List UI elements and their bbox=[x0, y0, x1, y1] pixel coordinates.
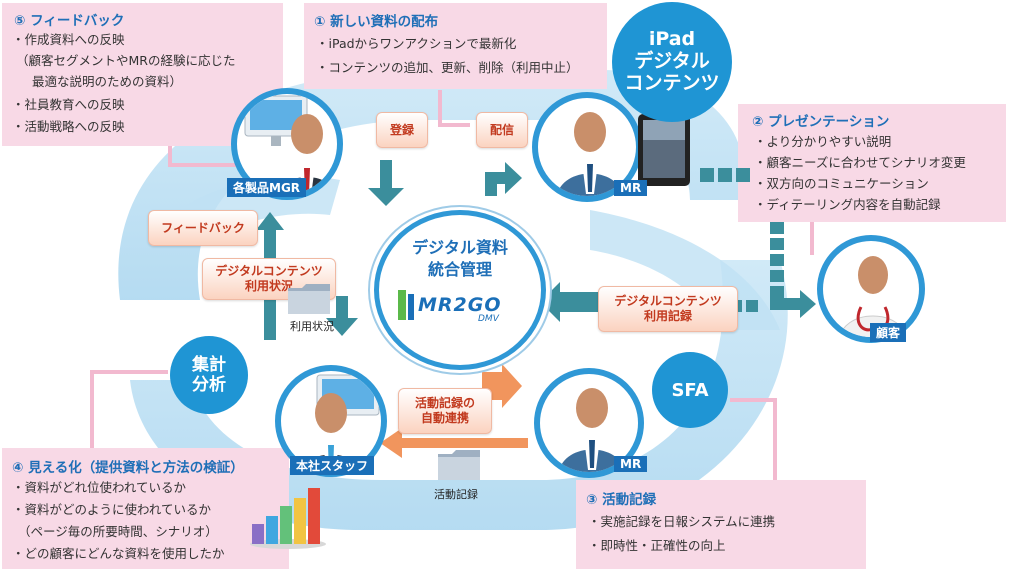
deliver-pill: 配信 bbox=[476, 112, 528, 148]
mr2go-logo-text: MR2GO bbox=[418, 294, 502, 316]
ipad-circle-line-1: iPad bbox=[648, 28, 696, 51]
usage-record-pill: デジタルコンテンツ 利用記録 bbox=[598, 286, 738, 332]
sfa-circle-label: SFA bbox=[671, 379, 709, 401]
mr2go-logo: MR2GO DMV bbox=[398, 288, 524, 328]
presentation-line-1: ・より分かりやすい説明 bbox=[754, 134, 892, 149]
mgr-label: 各製品MGR bbox=[227, 178, 307, 197]
center-title-1: デジタル資料 bbox=[412, 238, 508, 257]
analysis-line-1: 集計 bbox=[192, 354, 226, 375]
feedback-line-1: ・作成資料への反映 bbox=[12, 32, 125, 47]
visualize-box bbox=[2, 448, 289, 569]
activity-title: ③ 活動記録 bbox=[586, 492, 657, 508]
person-icon bbox=[558, 388, 626, 472]
visualize-line-2: ・資料がどのように使われているか bbox=[12, 502, 212, 517]
distribution-line-1: ・iPadからワンアクションで最新化 bbox=[316, 36, 517, 51]
visualize-line-1: ・資料がどれ位使われているか bbox=[12, 480, 187, 495]
presentation-box bbox=[738, 104, 1006, 222]
distribution-box bbox=[304, 3, 607, 89]
center-title-2: 統合管理 bbox=[427, 260, 492, 279]
mr-bottom-label: MR bbox=[614, 456, 648, 472]
register-pill: 登録 bbox=[376, 112, 428, 148]
sfa-circle: SFA bbox=[652, 352, 728, 428]
distribution-line-2: ・コンテンツの追加、更新、削除（利用中止） bbox=[316, 60, 579, 75]
analysis-line-2: 分析 bbox=[192, 375, 226, 395]
feedback-line-2: （顧客セグメントやMRの経験に応じた bbox=[16, 53, 236, 68]
feedback-pill: フィードバック bbox=[148, 210, 258, 246]
person-icon bbox=[556, 112, 624, 196]
presentation-line-4: ・ディテーリング内容を自動記録 bbox=[754, 197, 941, 212]
mr-top-label: MR bbox=[614, 180, 648, 196]
staff-label: 本社スタッフ bbox=[290, 456, 375, 475]
analysis-circle: 集計 分析 bbox=[170, 336, 248, 414]
activity-line-2: ・即時性・正確性の向上 bbox=[588, 538, 726, 553]
usage-status-caption: 利用状況 bbox=[290, 320, 334, 333]
ipad-circle-line-3: コンテンツ bbox=[624, 71, 720, 94]
feedback-line-5: ・活動戦略への反映 bbox=[12, 119, 125, 134]
ipad-digital-circle: iPad デジタル コンテンツ bbox=[612, 2, 732, 122]
bar-chart-icon bbox=[250, 488, 326, 549]
auto-link-pill-line-1: 活動記録の bbox=[414, 396, 475, 410]
activity-line-1: ・実施記録を日報システムに連携 bbox=[588, 514, 776, 529]
visualize-line-4: ・どの顧客にどんな資料を使用したか bbox=[12, 546, 225, 561]
auto-link-pill-line-2: 自動連携 bbox=[420, 411, 469, 425]
presentation-title: ② プレゼンテーション bbox=[752, 114, 890, 130]
folder-icon bbox=[288, 284, 330, 314]
ipad-circle-line-2: デジタル bbox=[634, 50, 710, 73]
activity-record-caption: 活動記録 bbox=[434, 488, 478, 501]
feedback-title: ⑤ フィードバック bbox=[14, 13, 125, 29]
customer-label: 顧客 bbox=[870, 323, 907, 342]
usage-record-pill-line-1: デジタルコンテンツ bbox=[614, 294, 722, 308]
activity-box bbox=[576, 480, 866, 569]
usage-record-pill-line-2: 利用記録 bbox=[643, 309, 692, 323]
distribution-title: ① 新しい資料の配布 bbox=[314, 14, 439, 30]
visualize-line-3: （ページ毎の所要時間、シナリオ） bbox=[18, 524, 218, 539]
center-circle bbox=[374, 210, 546, 370]
ipad-icon bbox=[638, 114, 690, 186]
feedback-line-4: ・社員教育への反映 bbox=[12, 97, 125, 112]
mr2go-logo-sub: DMV bbox=[478, 314, 499, 324]
presentation-line-2: ・顧客ニーズに合わせてシナリオ変更 bbox=[754, 155, 966, 170]
visualize-title: ④ 見える化（提供資料と方法の検証） bbox=[12, 460, 244, 476]
usage-status-pill-line-2: 利用状況 bbox=[244, 279, 293, 293]
folder-icon bbox=[438, 450, 480, 480]
presentation-line-3: ・双方向のコミュニケーション bbox=[754, 176, 929, 191]
usage-status-pill-line-1: デジタルコンテンツ bbox=[215, 264, 323, 278]
auto-link-pill: 活動記録の 自動連携 bbox=[398, 388, 492, 434]
feedback-line-3: 最適な説明のための資料） bbox=[32, 74, 183, 89]
